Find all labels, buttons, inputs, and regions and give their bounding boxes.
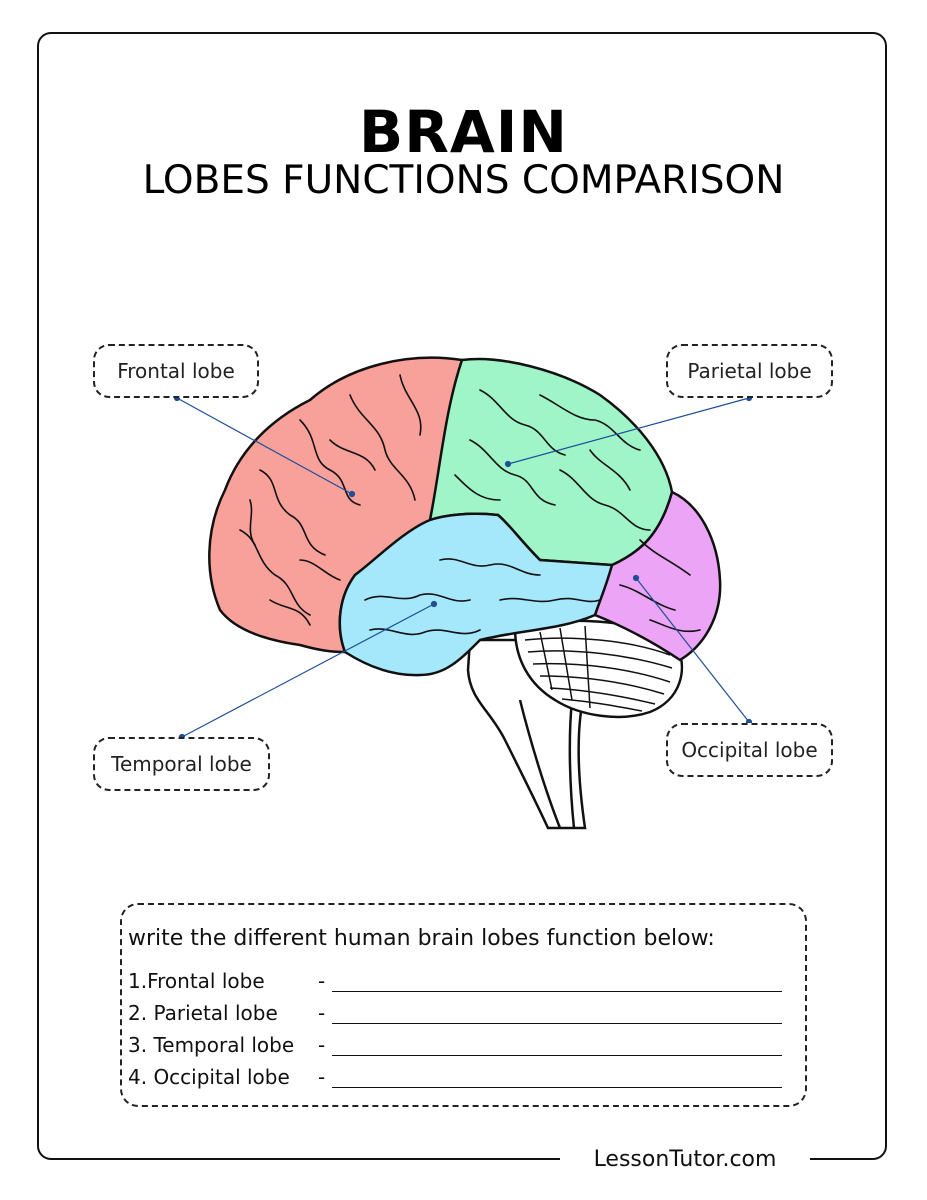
answer-line-parietal[interactable] — [332, 1023, 782, 1024]
worksheet-row-parietal: 2. Parietal lobe - — [128, 999, 798, 1029]
page-border — [37, 32, 887, 1160]
worksheet-box: write the different human brain lobes fu… — [120, 903, 807, 1107]
footer-border-gap — [560, 1145, 810, 1175]
temporal-lobe-label-text: Temporal lobe — [111, 752, 252, 776]
worksheet-row-label: 1.Frontal lobe — [128, 969, 265, 993]
page-subtitle: LOBES FUNCTIONS COMPARISON — [142, 158, 785, 203]
pointer-lines — [173, 394, 753, 741]
gyri-lines — [239, 374, 701, 636]
worksheet-row-dash: - — [318, 1065, 326, 1089]
frontal-lobe-label-text: Frontal lobe — [117, 359, 235, 383]
answer-line-temporal[interactable] — [332, 1055, 782, 1056]
occipital-lobe-label: Occipital lobe — [666, 723, 833, 777]
parietal-lobe-label-text: Parietal lobe — [687, 359, 812, 383]
footer-site-name: LessonTutor.com — [593, 1147, 777, 1172]
worksheet-row-frontal: 1.Frontal lobe - — [128, 967, 798, 997]
worksheet-row-label: 4. Occipital lobe — [128, 1065, 290, 1089]
worksheet-row-label: 3. Temporal lobe — [128, 1033, 295, 1057]
answer-line-frontal[interactable] — [332, 991, 782, 992]
worksheet-row-dash: - — [318, 969, 326, 993]
worksheet-row-temporal: 3. Temporal lobe - — [128, 1031, 798, 1061]
worksheet-row-occipital: 4. Occipital lobe - — [128, 1063, 798, 1093]
occipital-lobe-label-text: Occipital lobe — [681, 738, 818, 762]
worksheet-prompt: write the different human brain lobes fu… — [128, 926, 715, 951]
worksheet-row-dash: - — [318, 1001, 326, 1025]
worksheet-row-dash: - — [318, 1033, 326, 1057]
page-title: BRAIN — [359, 98, 568, 166]
worksheet-row-label: 2. Parietal lobe — [128, 1001, 278, 1025]
answer-line-occipital[interactable] — [332, 1087, 782, 1088]
frontal-lobe-label: Frontal lobe — [93, 344, 259, 398]
temporal-lobe-label: Temporal lobe — [93, 737, 270, 791]
parietal-lobe-label: Parietal lobe — [666, 344, 833, 398]
